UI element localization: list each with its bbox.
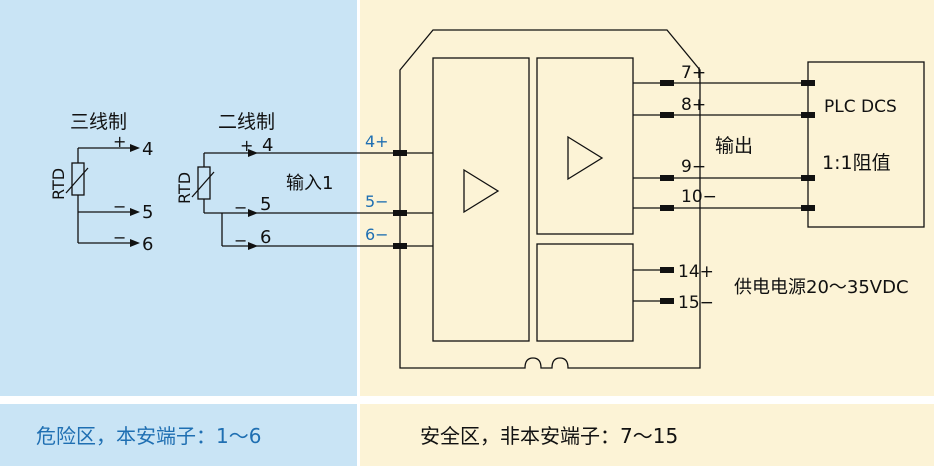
three-wire-terminal-6: 6 [142,234,153,255]
two-wire-plus: + [240,136,253,155]
two-wire-terminal-4: 4 [262,135,273,156]
output-pin-8: 8+ [681,95,706,115]
three-wire-terminal-5: 5 [142,202,153,223]
wiring-diagram: 三线制 RTD + 4 − 5 − 6 二线制 RTD + 4 − 5 − 6 … [49,29,925,369]
two-wire-rtd-label: RTD [175,172,194,204]
load-terminal-7 [801,80,815,86]
terminal-8 [660,112,674,118]
safe-area-caption: 安全区，非本安端子：7～15 [420,424,679,448]
power-pin-15: 15− [678,293,714,313]
terminal-6 [393,243,407,249]
input-stage-block [432,57,530,342]
hazardous-area-zone [0,0,357,396]
terminal-10 [660,205,674,211]
output-pin-7: 7+ [681,63,706,83]
two-wire-terminal-6: 6 [260,227,271,248]
load-terminal-9 [801,175,815,181]
output-pin-9: 9− [681,157,706,177]
output-label: 输出 [715,135,753,157]
two-wire-minus-6: − [234,231,247,250]
three-wire-minus-6: − [113,228,126,247]
three-wire-minus-5: − [113,197,126,216]
input-label: 输入1 [286,173,333,194]
power-stage-block [536,243,634,342]
terminal-15 [660,298,674,304]
two-wire-terminal-5: 5 [260,194,271,215]
three-wire-rtd-label: RTD [49,168,68,200]
output-pin-10: 10− [681,187,717,207]
terminal-9 [660,175,674,181]
power-supply-label: 供电电源20～35VDC [734,277,909,298]
input-pin-4: 4+ [365,132,389,151]
load-terminal-10 [801,205,815,211]
input-pin-6: 6− [365,225,389,244]
terminal-4 [393,150,407,156]
two-wire-minus-5: − [234,198,247,217]
terminal-7 [660,80,674,86]
three-wire-title: 三线制 [70,111,127,133]
three-wire-plus: + [113,132,126,151]
load-label-plc-dcs: PLC DCS [824,97,897,117]
output-amplifier-symbol [567,135,604,181]
three-wire-terminal-4: 4 [142,139,153,160]
module-housing [399,29,701,369]
load-terminal-8 [801,112,815,118]
hazardous-area-footer [0,404,357,466]
load-box [807,61,925,228]
terminal-pads [393,80,815,304]
output-stage-block [536,57,634,235]
hazardous-area-caption: 危险区，本安端子：1～6 [36,424,262,448]
safe-area-footer [360,404,934,466]
input-amplifier-symbol [463,168,500,214]
terminal-14 [660,267,674,273]
input-pin-5: 5− [365,192,389,211]
safe-area-zone [360,0,934,396]
load-label-resistance: 1:1阻值 [822,152,891,174]
terminal-5 [393,210,407,216]
power-pin-14: 14+ [678,262,714,282]
two-wire-title: 二线制 [218,111,275,133]
